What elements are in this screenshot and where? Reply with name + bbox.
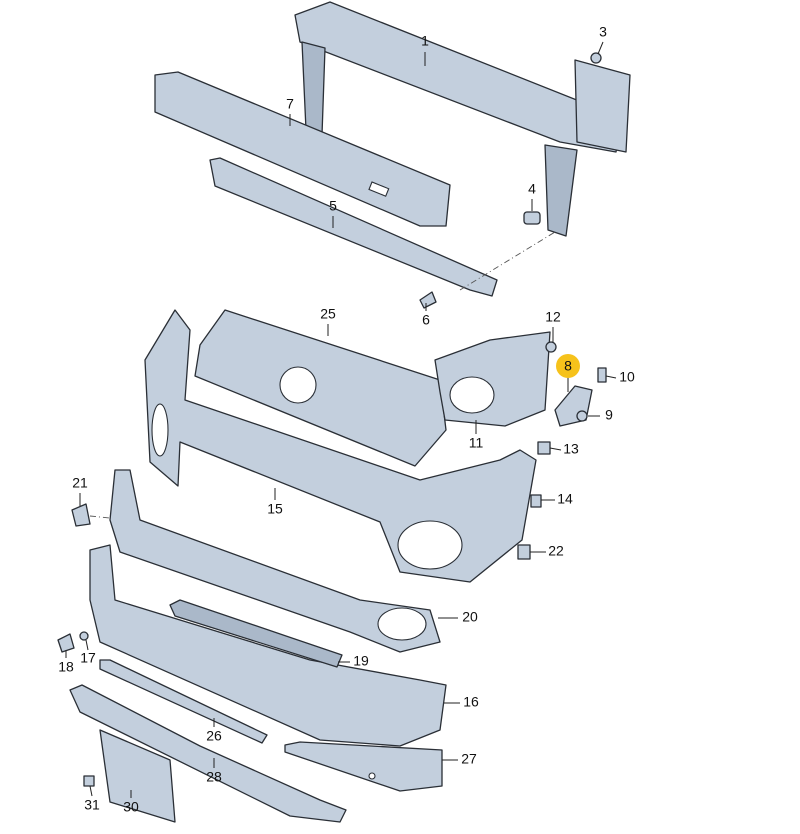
- part-9-nut[interactable]: [576, 410, 588, 422]
- label-20: 20: [462, 609, 478, 625]
- label-28: 28: [206, 769, 222, 785]
- label-17: 17: [80, 650, 96, 666]
- label-31: 31: [84, 797, 100, 813]
- part-31-screw[interactable]: [83, 775, 95, 787]
- part-10-screw[interactable]: [597, 367, 607, 383]
- label-30: 30: [123, 799, 139, 815]
- label-7: 7: [286, 96, 294, 112]
- highlight-marker: [556, 354, 580, 378]
- part-1-crossmember[interactable]: [294, 1, 631, 237]
- part-19-grille-insert[interactable]: [169, 599, 343, 668]
- label-22: 22: [548, 543, 564, 559]
- label-12: 12: [545, 309, 561, 325]
- part-26-trim-strip[interactable]: [99, 659, 268, 744]
- part-15-bumper-cover[interactable]: [144, 309, 537, 583]
- part-14-clip[interactable]: [530, 494, 542, 508]
- label-11: 11: [469, 435, 484, 451]
- label-27: 27: [461, 751, 477, 767]
- label-13: 13: [563, 441, 579, 457]
- label-10: 10: [619, 369, 635, 385]
- part-7-absorber[interactable]: [154, 71, 451, 227]
- label-9: 9: [605, 407, 613, 423]
- part-6-clip[interactable]: [419, 291, 437, 309]
- part-8-bracket[interactable]: [554, 385, 593, 427]
- part-16-lower-cover[interactable]: [89, 544, 447, 747]
- part-5-trim-strip[interactable]: [209, 157, 498, 297]
- label-25: 25: [320, 306, 336, 322]
- label-4: 4: [528, 181, 536, 197]
- part-27-side-trim[interactable]: [284, 741, 443, 792]
- part-30-plate-holder[interactable]: [99, 729, 176, 823]
- label-15: 15: [267, 501, 283, 517]
- label-16: 16: [463, 694, 479, 710]
- part-3-bolt[interactable]: [590, 52, 602, 64]
- part-labels: 1 3 7 5 4 6 25 12 8 10 9 11 13 21 15 14 …: [58, 24, 635, 815]
- label-6: 6: [422, 312, 430, 328]
- part-11-bracket[interactable]: [434, 331, 551, 427]
- part-22-clip[interactable]: [517, 544, 531, 560]
- part-13-clip[interactable]: [537, 441, 551, 455]
- label-21: 21: [72, 475, 88, 491]
- label-19: 19: [353, 653, 369, 669]
- part-4-clip[interactable]: [523, 211, 541, 225]
- label-26: 26: [206, 728, 222, 744]
- part-20-lower-grille-frame[interactable]: [109, 469, 441, 653]
- label-5: 5: [329, 198, 337, 214]
- label-14: 14: [557, 491, 573, 507]
- part-25-grille[interactable]: [194, 309, 447, 467]
- part-12-screw[interactable]: [545, 341, 557, 353]
- label-8: 8: [564, 358, 572, 374]
- part-18-bracket[interactable]: [57, 633, 75, 653]
- label-3: 3: [599, 24, 607, 40]
- label-1: 1: [421, 33, 429, 49]
- leader-lines: [65, 41, 617, 798]
- part-28-lower-trim[interactable]: [69, 684, 347, 823]
- label-18: 18: [58, 659, 74, 675]
- part-21-bracket[interactable]: [71, 503, 91, 527]
- part-17-clip[interactable]: [79, 631, 89, 641]
